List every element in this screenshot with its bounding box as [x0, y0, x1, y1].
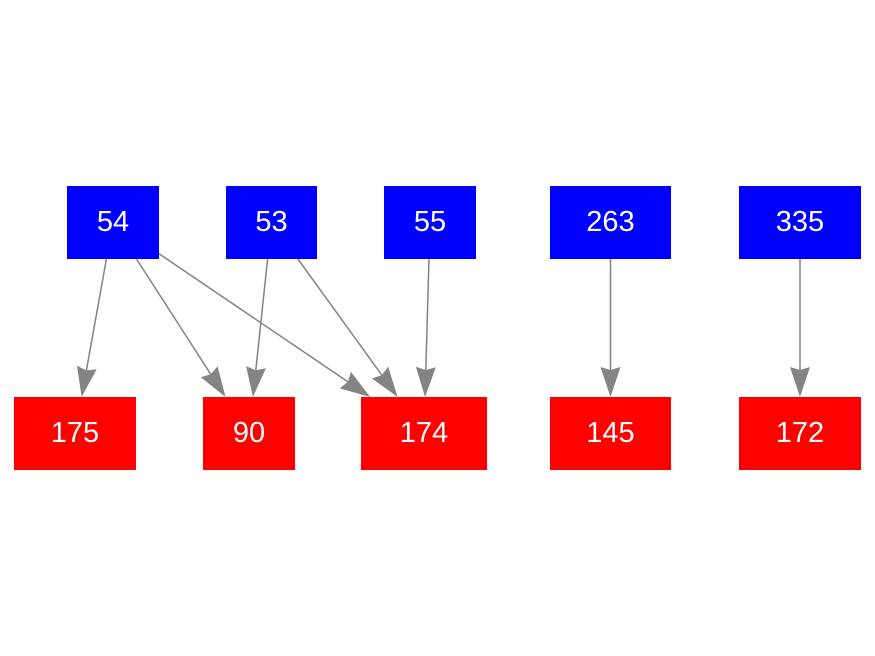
node-90[interactable]: 90: [203, 397, 295, 470]
node-53[interactable]: 53: [226, 186, 317, 259]
node-145-label: 145: [586, 417, 635, 449]
edge-53-90-arrowhead: [246, 366, 266, 397]
edge-53-174-line: [297, 258, 383, 376]
node-263[interactable]: 263: [550, 186, 671, 259]
node-172[interactable]: 172: [739, 397, 861, 470]
edge-54-90-line: [135, 258, 212, 375]
edge-263-145-arrowhead: [600, 367, 621, 397]
node-174-label: 174: [399, 417, 449, 449]
node-175-label: 175: [50, 417, 100, 449]
edge-54-174-line: [158, 253, 349, 383]
node-335[interactable]: 335: [739, 186, 861, 259]
node-53-label: 53: [255, 206, 288, 238]
node-174[interactable]: 174: [361, 397, 487, 470]
node-172-label: 172: [775, 417, 825, 449]
node-145[interactable]: 145: [550, 397, 671, 470]
edge-54-174-arrowhead: [339, 371, 371, 397]
edge-53-90-line: [255, 258, 269, 371]
node-175[interactable]: 175: [14, 397, 136, 470]
edge-54-175-arrowhead: [77, 365, 97, 397]
edge-54-90-arrowhead: [200, 366, 226, 397]
edge-54-175-line: [85, 258, 108, 371]
node-335-label: 335: [775, 206, 825, 238]
edge-53-174-arrowhead: [371, 366, 398, 397]
edge-55-174-line: [425, 258, 430, 371]
edge-55-174-arrowhead: [415, 366, 436, 397]
edge-335-172-arrowhead: [790, 367, 810, 397]
node-263-label: 263: [586, 206, 635, 238]
node-54-label: 54: [96, 206, 130, 238]
node-55-label: 55: [413, 206, 447, 238]
node-54[interactable]: 54: [67, 186, 159, 259]
node-90-label: 90: [232, 417, 266, 449]
node-55[interactable]: 55: [384, 186, 476, 259]
